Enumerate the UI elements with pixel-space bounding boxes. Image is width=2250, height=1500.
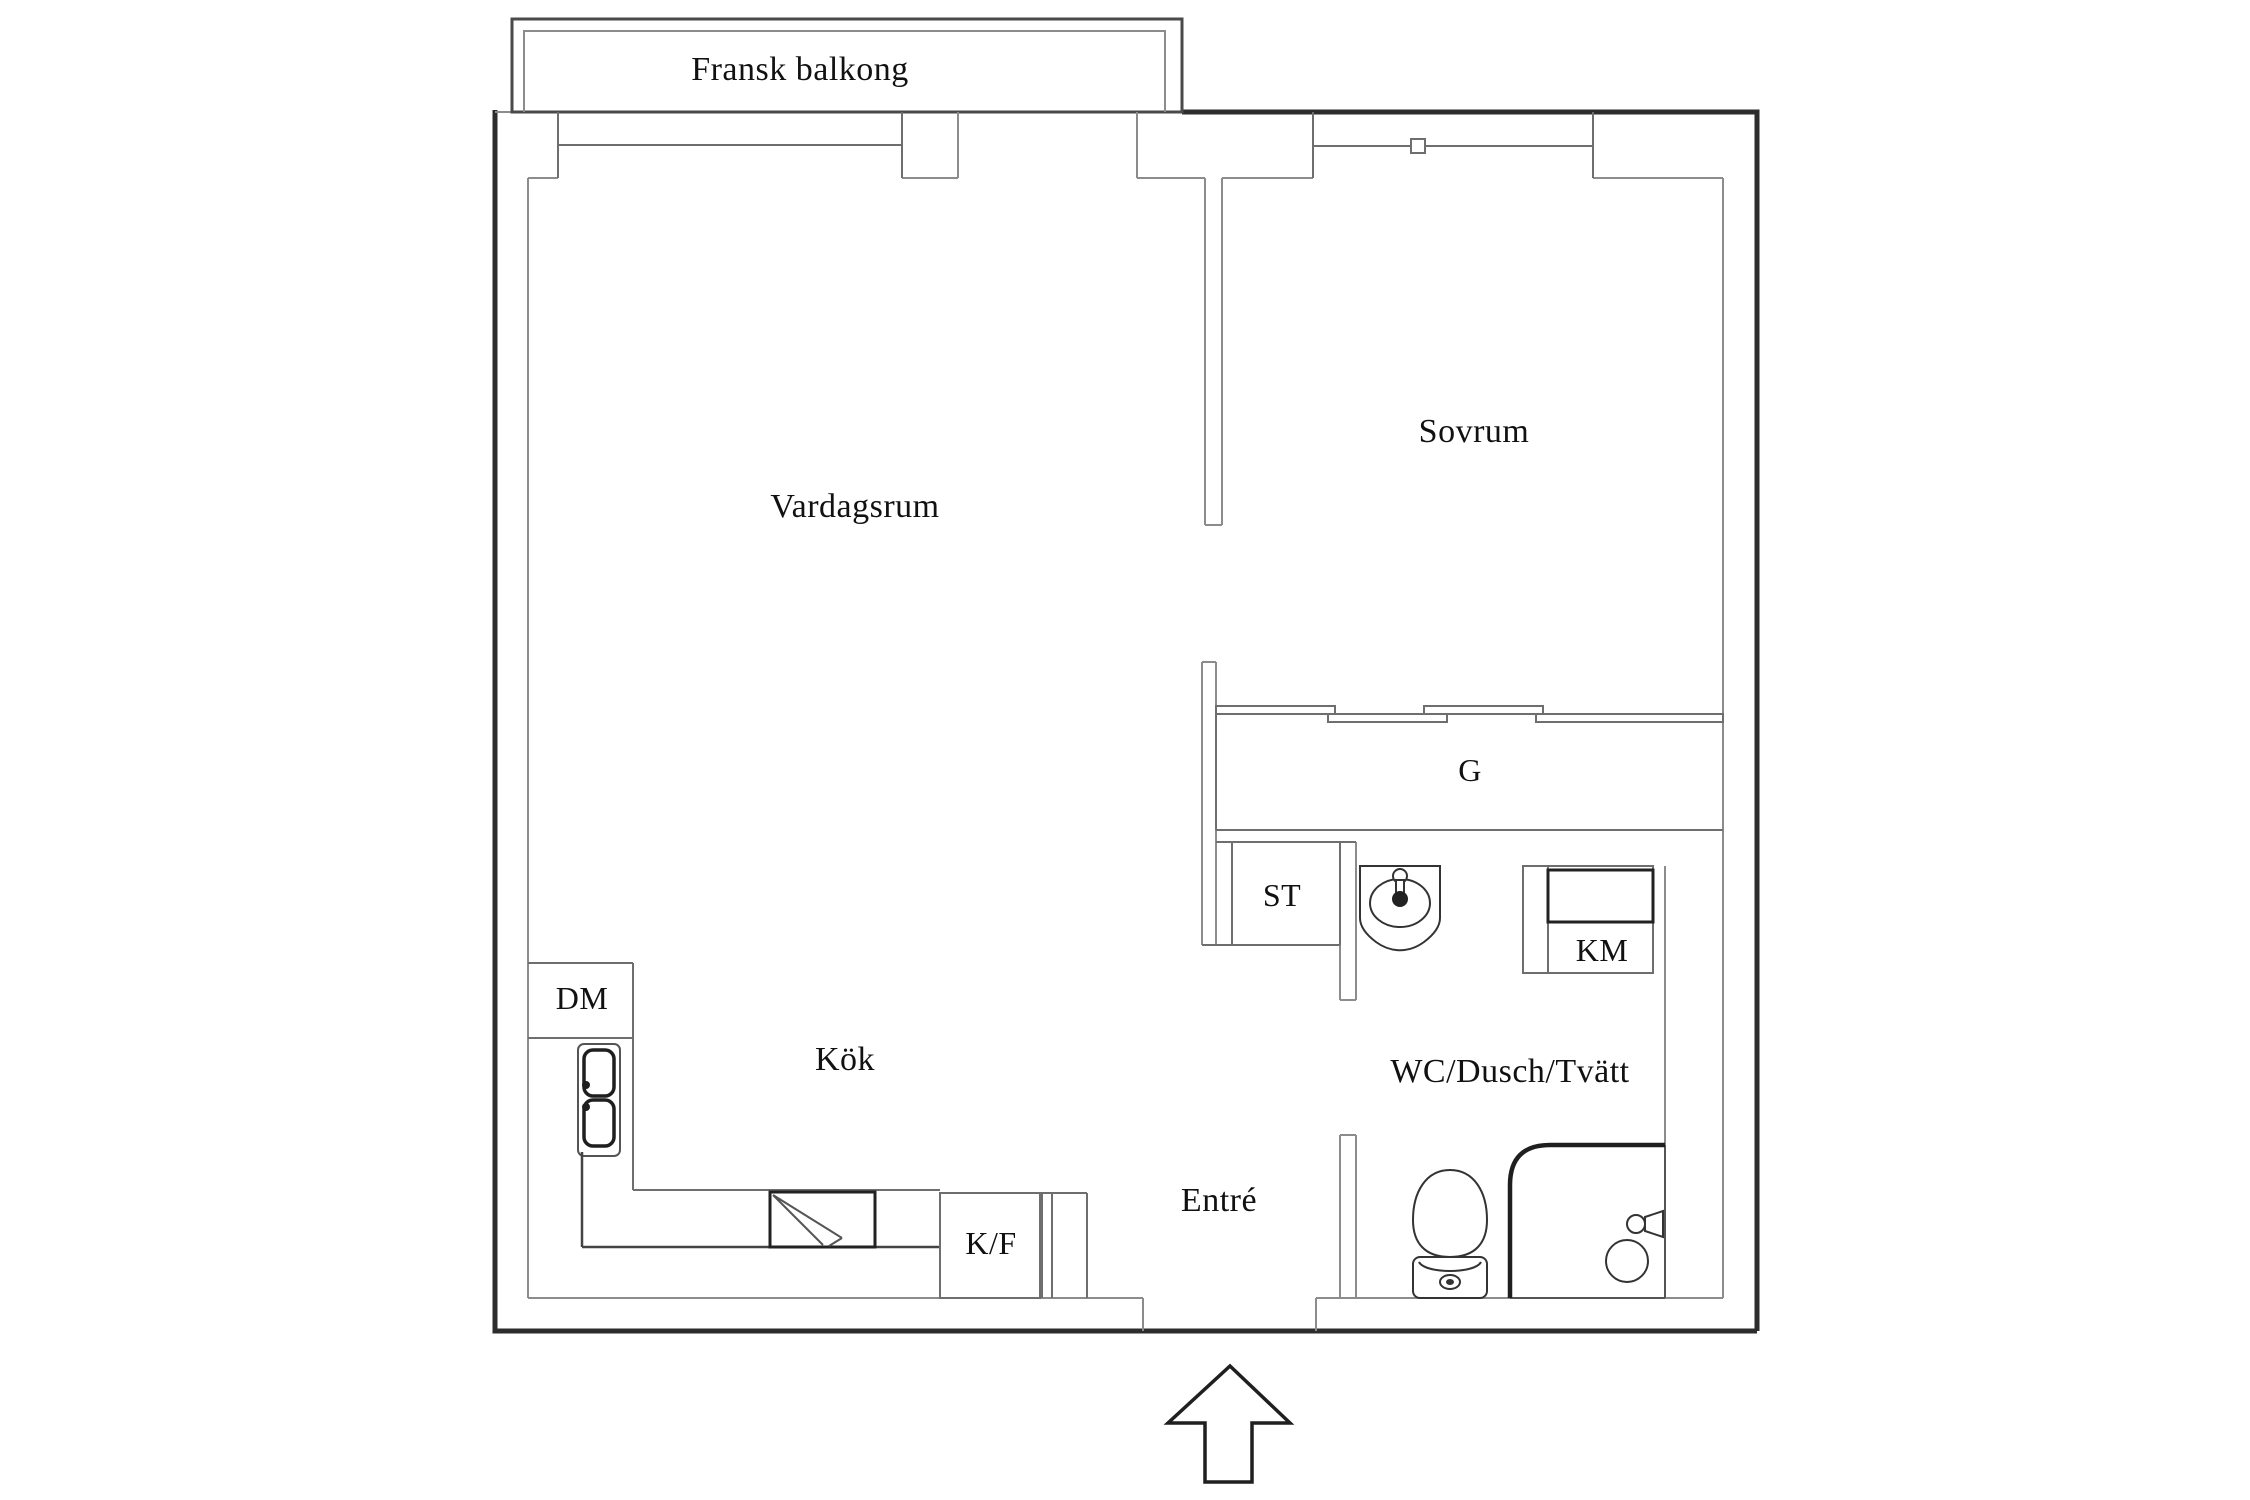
washing-machine: KM	[1522, 865, 1655, 974]
kitchen-label: Kök	[815, 1041, 875, 1078]
bedroom-label: Sovrum	[1419, 413, 1530, 450]
balcony-outline	[510, 17, 1184, 114]
living-room-window	[557, 112, 903, 178]
entry-arrow-icon	[1163, 1363, 1295, 1484]
kitchen-fittings: K/F DM	[528, 962, 1088, 1299]
living-room-label: Vardagsrum	[770, 488, 939, 525]
sliding-door-panel	[1215, 705, 1336, 715]
shower-head-icon	[1626, 1214, 1646, 1234]
dishwasher-label: DM	[556, 980, 609, 1016]
entrance-label: Entré	[1181, 1182, 1257, 1219]
kitchen-sink	[577, 1043, 621, 1157]
wardrobe-closet: G	[1215, 705, 1724, 831]
shower	[1507, 1142, 1666, 1299]
washbasin	[1359, 865, 1441, 952]
window-vent-marker	[1410, 138, 1426, 154]
sliding-door-panel	[1423, 705, 1544, 715]
wardrobe-label: G	[1458, 752, 1482, 788]
windows	[557, 112, 1594, 178]
sliding-door-panel	[1327, 713, 1448, 723]
toilet	[1411, 1168, 1489, 1299]
balcony: Fransk balkong	[510, 17, 1184, 114]
entry-door-opening	[528, 1297, 1723, 1331]
cleaning-closet-label: ST	[1263, 877, 1301, 913]
fridge-freezer-label: K/F	[965, 1225, 1016, 1261]
sliding-door-panel	[1535, 713, 1724, 723]
balcony-label: Fransk balkong	[691, 51, 909, 88]
inner-walls	[527, 112, 1724, 1331]
stove	[768, 1190, 877, 1249]
partition-walls	[1201, 178, 1666, 1298]
room-labels: Vardagsrum Sovrum Kök WC/Dusch/Tvätt Ent…	[770, 413, 1629, 1219]
cleaning-closet: ST	[1202, 841, 1356, 946]
washing-machine-label: KM	[1576, 932, 1629, 968]
shower-drain-icon	[1605, 1239, 1649, 1283]
bathroom-label: WC/Dusch/Tvätt	[1390, 1053, 1629, 1090]
fridge-freezer: K/F	[939, 1192, 1088, 1299]
bedroom-window	[1312, 112, 1594, 178]
